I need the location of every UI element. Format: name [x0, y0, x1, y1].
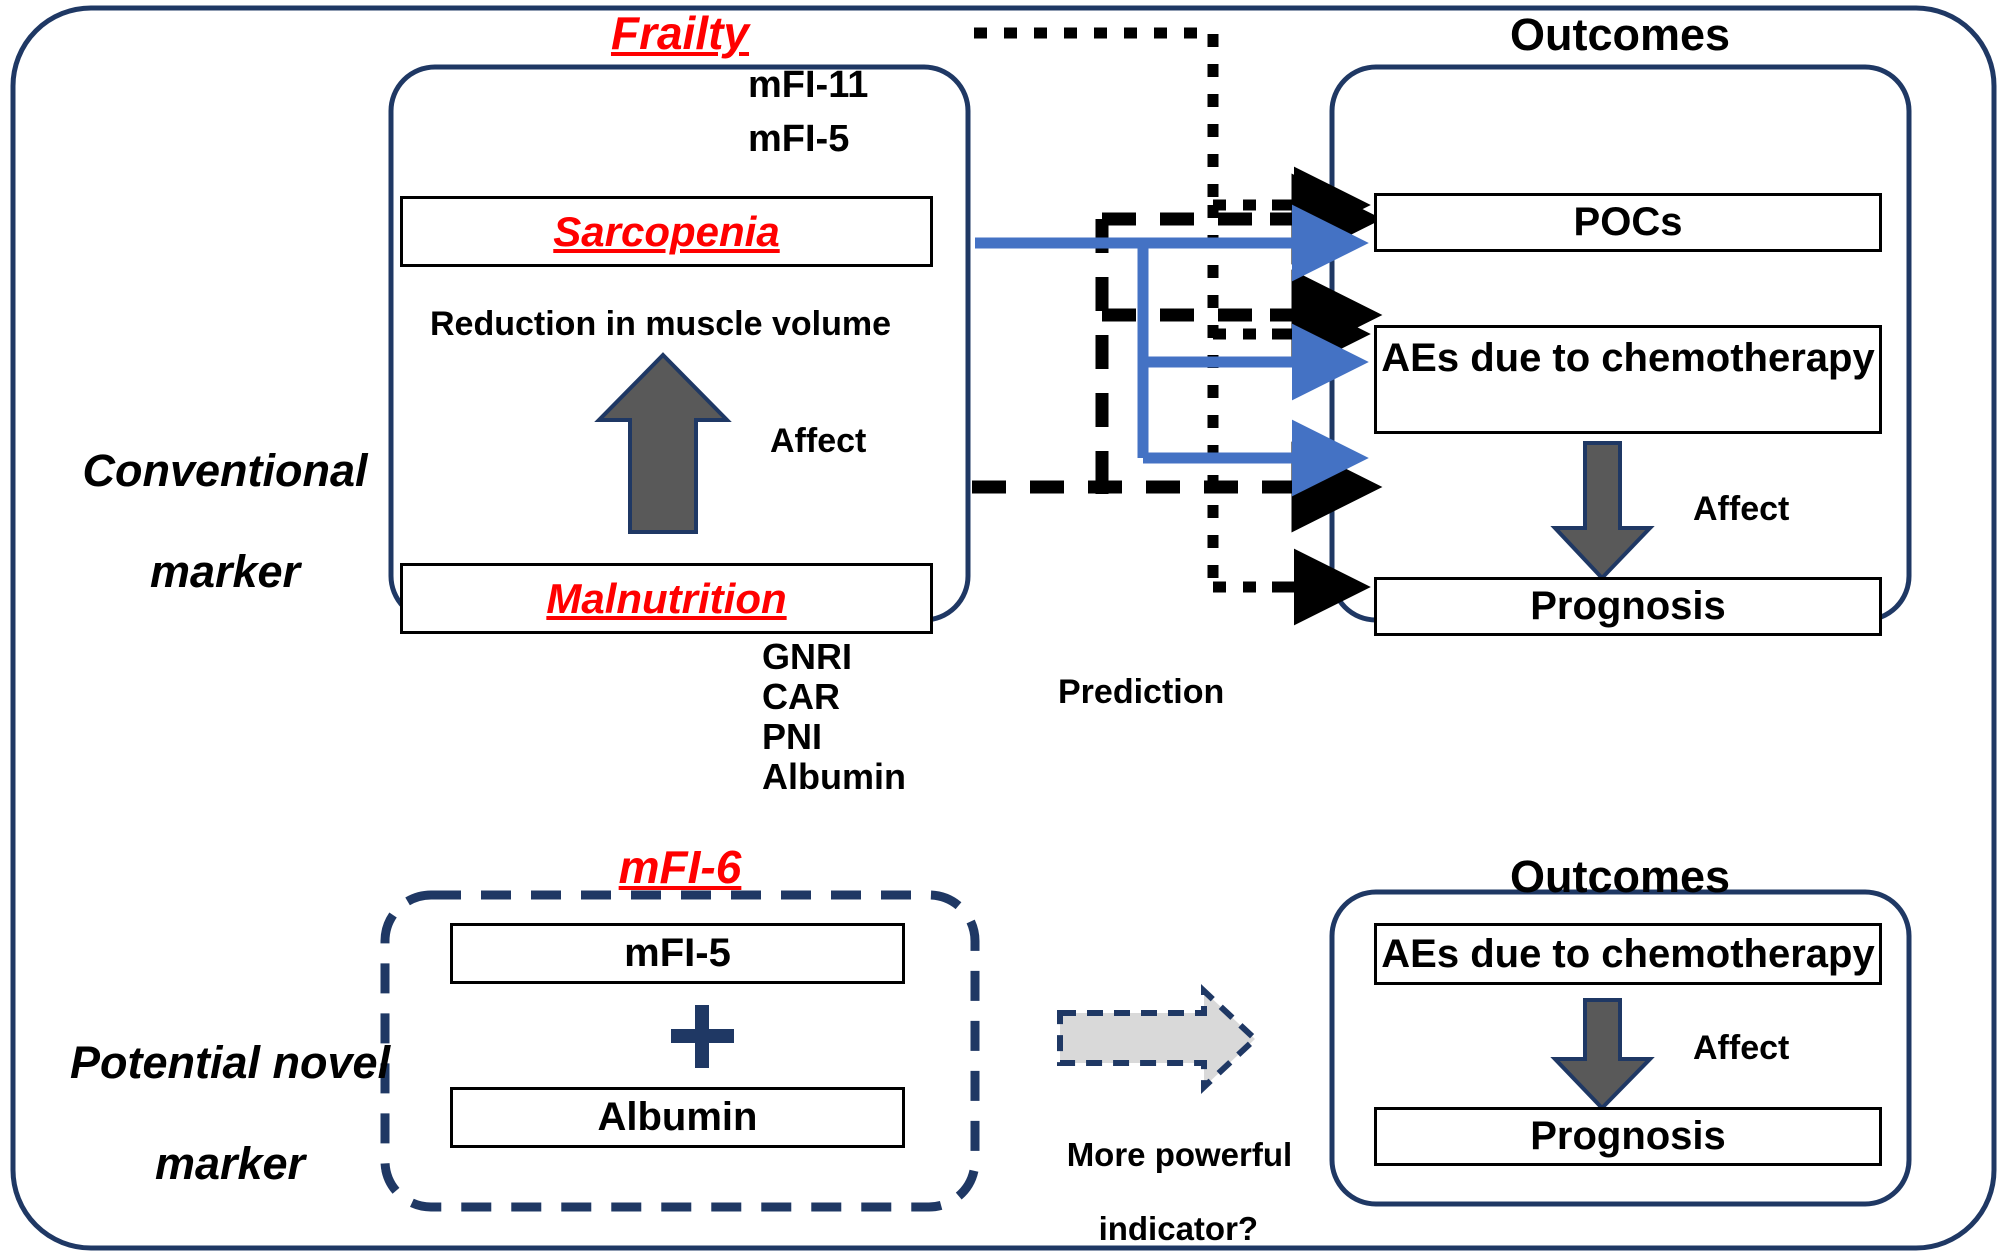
affect-label-bottom-right: Affect	[1693, 1029, 1790, 1067]
dashed-arrow-icon-sarcopenia	[1095, 173, 1383, 494]
mfi6-component-top-label: mFI-5	[624, 931, 731, 975]
frailty-container	[388, 64, 971, 623]
frailty-index-mfi5: mFI-5	[748, 118, 850, 160]
down-block-arrow-icon-top	[1550, 441, 1655, 581]
more-powerful-line1: More powerful	[1066, 1135, 1293, 1173]
outcome-box-prognosis-top: Prognosis	[1374, 577, 1882, 636]
malnutrition-marker-albumin: Albumin	[762, 756, 906, 797]
prediction-label: Prediction	[1058, 673, 1225, 711]
more-powerful-line2: indicator?	[1098, 1209, 1259, 1247]
malnutrition-marker-car: CAR	[762, 676, 840, 717]
muscle-reduction-label: Reduction in muscle volume	[430, 305, 891, 343]
affect-label-left: Affect	[770, 422, 867, 460]
mfi6-component-bottom: Albumin	[450, 1087, 905, 1148]
sarcopenia-label: Sarcopenia	[553, 207, 780, 255]
malnutrition-marker-gnri: GNRI	[762, 636, 852, 677]
mfi6-heading: mFI-6	[618, 841, 742, 893]
outcome-label-prognosis-bottom: Prognosis	[1530, 1114, 1726, 1158]
outcome-box-aes-top: AEs due to chemotherapy	[1374, 325, 1882, 434]
malnutrition-box: Malnutrition	[400, 563, 933, 634]
outcome-box-aes-bottom: AEs due to chemotherapy	[1374, 923, 1882, 985]
dashed-arrow-icon-malnutrition	[972, 441, 1383, 533]
malnutrition-label: Malnutrition	[546, 574, 787, 622]
conventional-marker-label: Conventional marker	[30, 396, 370, 648]
outcome-box-prognosis-bottom: Prognosis	[1374, 1107, 1882, 1166]
affect-label-top-right: Affect	[1693, 490, 1790, 528]
outcomes-heading-top: Outcomes	[1509, 9, 1731, 60]
outcome-label-prognosis-top: Prognosis	[1530, 584, 1726, 628]
potential-novel-marker-label: Potential novel marker	[20, 988, 390, 1240]
outcome-label-aes-bottom: AEs due to chemotherapy	[1381, 931, 1875, 976]
outcomes-heading-bottom: Outcomes	[1509, 851, 1731, 902]
mfi6-component-top: mFI-5	[450, 923, 905, 984]
outcome-box-pocs: POCs	[1374, 193, 1882, 252]
down-block-arrow-icon-bottom	[1550, 998, 1655, 1111]
novel-marker-line2: marker	[154, 1138, 306, 1190]
conventional-marker-line1: Conventional	[82, 445, 368, 497]
dotted-arrow-icon-frailty-pocs	[974, 27, 1371, 244]
novel-marker-line1: Potential novel	[70, 1037, 391, 1089]
mfi6-component-bottom-label: Albumin	[597, 1095, 758, 1139]
frailty-heading: Frailty	[610, 7, 750, 59]
up-block-arrow-icon	[594, 352, 732, 534]
outcome-label-pocs: POCs	[1573, 200, 1683, 244]
outcome-label-aes-top: AEs due to chemotherapy	[1381, 336, 1875, 380]
more-powerful-indicator-label: More powerful indicator?	[1030, 1100, 1293, 1260]
conventional-marker-line2: marker	[149, 546, 301, 598]
sarcopenia-box: Sarcopenia	[400, 196, 933, 267]
malnutrition-marker-pni: PNI	[762, 716, 823, 757]
right-block-arrow-icon	[1057, 984, 1260, 1094]
frailty-index-mfi11: mFI-11	[748, 64, 869, 106]
plus-icon	[671, 1005, 734, 1068]
